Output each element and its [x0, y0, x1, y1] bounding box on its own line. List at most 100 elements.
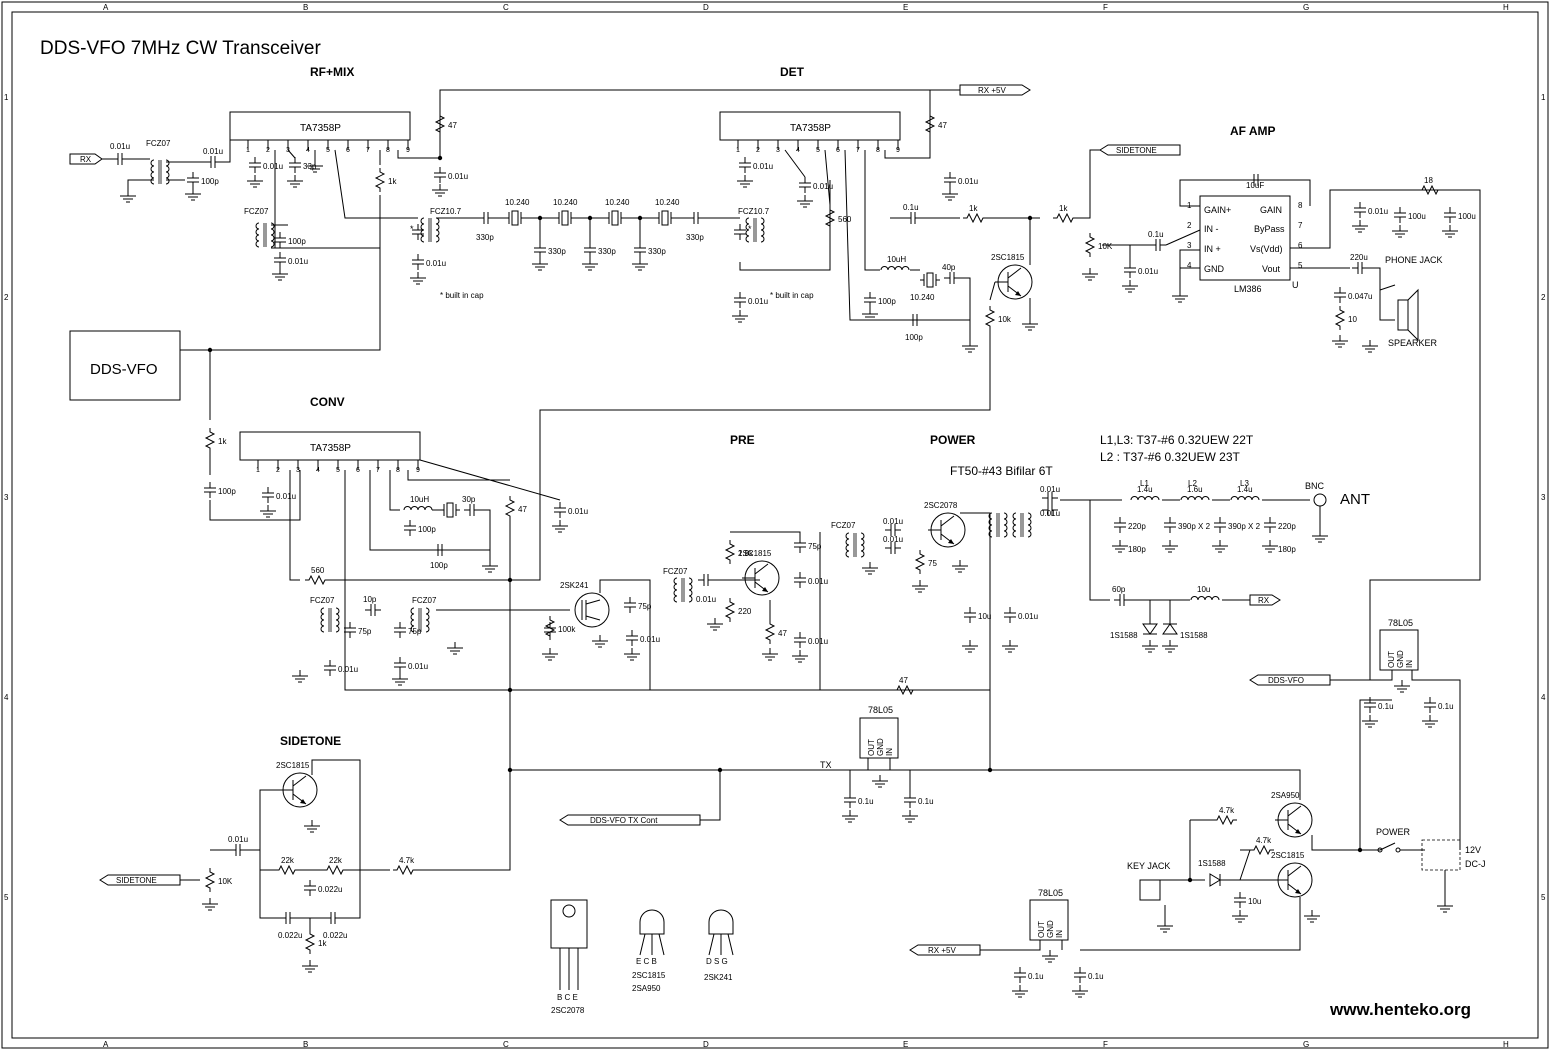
wire [1239, 849, 1251, 881]
port-rx-in-label: RX [80, 155, 92, 164]
transistor-label: 2SA950 [1271, 791, 1300, 800]
fet-label: 2SK241 [560, 581, 589, 590]
capacitor [1014, 967, 1026, 983]
resistor-value: 560 [838, 215, 852, 224]
capacitor [864, 292, 876, 308]
ic3-label: TA7358P [310, 443, 351, 454]
capacitor [734, 292, 746, 308]
reg3-label: 78L05 [1038, 888, 1063, 898]
diode-label-key: 1S1588 [1198, 859, 1226, 868]
transformer-core [753, 218, 757, 242]
capacitor [1124, 262, 1136, 278]
capacitor-value: 0.01u [813, 182, 833, 191]
ground-symbol [532, 258, 548, 271]
crystal [655, 212, 675, 224]
ic-pin-number: 2 [756, 147, 760, 154]
capacitor-value: 0.1u [1028, 972, 1044, 981]
crystal-body [561, 210, 569, 226]
xtal-2: 10.240 [553, 198, 578, 207]
ground-symbol [624, 648, 640, 661]
pinout-bce: B C E [557, 993, 578, 1002]
crystal [440, 504, 460, 516]
wire [824, 149, 831, 206]
capacitor [688, 212, 704, 224]
capacitor [394, 657, 406, 673]
capacitor [1444, 207, 1456, 223]
schematic-title: DDS-VFO 7MHz CW Transceiver [40, 38, 321, 59]
ground-symbol [1232, 910, 1248, 923]
capacitor-value: 0.01u [696, 595, 716, 604]
capacitor-value: 100u [1408, 212, 1426, 221]
wire [311, 759, 361, 870]
ground-symbol [482, 560, 498, 573]
transformer-primary [745, 217, 750, 243]
resistor-value: 47 [518, 505, 527, 514]
capacitor-value: 0.01u [203, 147, 223, 156]
fcz07-conv-2: FCZ07 [412, 596, 437, 605]
transformer-secondary [760, 217, 765, 243]
wiring [102, 89, 1481, 951]
ic3-ta7358p: TA7358P [239, 431, 421, 461]
ground-symbol [1262, 540, 1278, 553]
fcz07-label: FCZ07 [146, 139, 171, 148]
capacitor [734, 224, 746, 240]
border-row-left: 3 [4, 493, 9, 502]
reg1-out: OUT [867, 739, 876, 756]
wire [1089, 500, 1110, 601]
transistor-leads [928, 515, 955, 545]
wire [960, 512, 991, 770]
wire [884, 90, 931, 159]
ground-symbol [1437, 900, 1453, 913]
capacitor-value: 100p [878, 297, 896, 306]
reg1-label: 78L05 [868, 705, 893, 715]
lm386-pin7: 7 [1298, 221, 1303, 230]
phone-jack-label: PHONE JACK [1385, 255, 1443, 265]
lm386-bypass: ByPass [1254, 224, 1285, 234]
ground-symbol [862, 562, 878, 575]
capacitor-value: 10u [1248, 897, 1261, 906]
ground-symbol [292, 670, 308, 683]
ground-symbol [304, 820, 320, 833]
wire [344, 470, 990, 691]
resistor [393, 864, 417, 876]
ground-symbol [1352, 220, 1368, 233]
capacitor-value: 390p X 2 [1178, 522, 1211, 531]
resistor-value: 1k [1059, 204, 1068, 213]
capacitor [274, 232, 286, 248]
crystal-body [446, 502, 454, 518]
wire [417, 770, 511, 871]
ic-pin-number: 1 [736, 147, 740, 154]
ground-symbol [1392, 225, 1408, 238]
junction-dot [987, 767, 993, 773]
pinout-2sc1815: E C B 2SC1815 2SA950 [632, 909, 666, 993]
reg2-label: 78L05 [1388, 618, 1413, 628]
dds-vfo-block [69, 330, 181, 401]
capacitor [1042, 492, 1058, 504]
lm386-in-plus: IN + [1204, 244, 1221, 254]
resistor [724, 598, 736, 622]
note-built-in-cap-1: * built in cap [440, 291, 484, 300]
resistor-value: 4.7k [399, 856, 415, 865]
crystal [555, 212, 575, 224]
wire [341, 870, 361, 919]
ground-symbol [797, 195, 813, 208]
ground-symbol [542, 648, 558, 661]
wire [287, 149, 296, 159]
ic-pin-number: 4 [796, 147, 800, 154]
pinout-2sc2078-label: 2SC2078 [551, 1006, 585, 1015]
wire [289, 470, 300, 581]
pinout-2sk241: D S G 2SK241 [704, 909, 734, 982]
capacitor [1042, 504, 1058, 516]
transformer-secondary [435, 217, 440, 243]
transformer-secondary [1027, 512, 1032, 538]
junction-dot [587, 215, 593, 221]
fet-leads [581, 599, 601, 621]
resistor [374, 168, 386, 192]
wire [1165, 229, 1201, 246]
xtal-3: 10.240 [605, 198, 630, 207]
ground-symbol [307, 160, 323, 173]
ground-symbol [902, 810, 918, 823]
ground-symbol [392, 673, 408, 686]
border-col-top: E [903, 3, 908, 12]
capacitor [1074, 967, 1086, 983]
